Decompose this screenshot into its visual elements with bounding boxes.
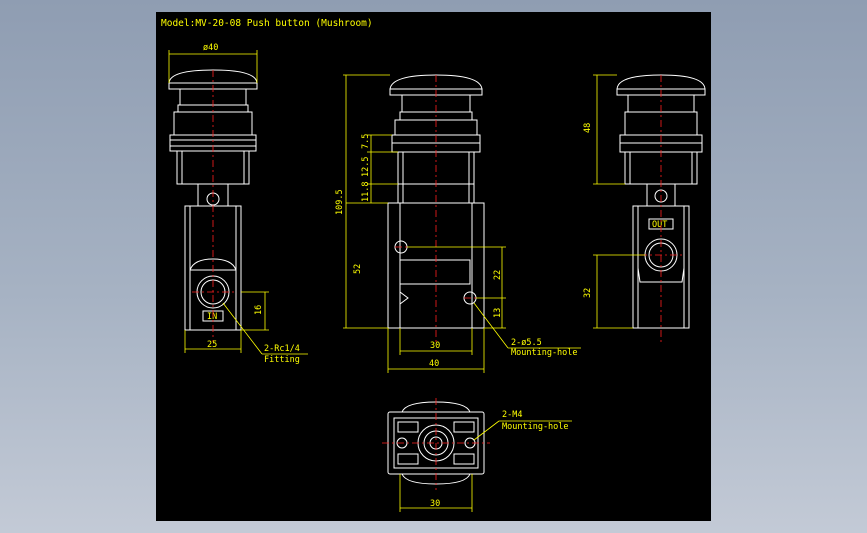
front-view: 109.5 52 7.5 12.5 11.8 22 13 30 40 2-ø5.… — [335, 74, 581, 373]
thread-label: Mounting-hole — [502, 422, 569, 432]
dim-7-5: 7.5 — [361, 134, 371, 149]
dim-48: 48 — [583, 123, 593, 133]
dim-52: 52 — [353, 264, 363, 274]
dim-13: 13 — [493, 308, 503, 318]
drawing-title: Model:MV-20-08 Push button (Mushroom) — [161, 18, 373, 29]
dim-30: 30 — [430, 341, 440, 351]
technical-drawing: Model:MV-20-08 Push button (Mushroom) IN… — [161, 18, 706, 512]
top-view: 30 2-M4 Mounting-hole — [382, 398, 572, 512]
cad-viewport[interactable]: Model:MV-20-08 Push button (Mushroom) IN… — [156, 12, 711, 521]
dim-11-8: 11.8 — [361, 182, 371, 202]
hole-label: Mounting-hole — [511, 348, 578, 358]
dim-16: 16 — [254, 305, 264, 315]
dim-40: 40 — [429, 359, 439, 369]
hole-spec: 2-ø5.5 — [511, 338, 542, 348]
dim-109-5: 109.5 — [335, 189, 345, 215]
dim-phi40: ø40 — [203, 43, 218, 53]
dim-12-5: 12.5 — [361, 157, 371, 177]
dim-22: 22 — [493, 270, 503, 280]
port-label-out: OUT — [652, 220, 667, 230]
dim-30-bottom: 30 — [430, 499, 440, 509]
left-side-view: IN ø40 25 16 2-Rc1/4 Fitting — [168, 43, 308, 365]
fitting-spec: 2-Rc1/4 — [264, 344, 300, 354]
dim-32: 32 — [583, 288, 593, 298]
right-side-view: OUT 48 32 — [583, 74, 706, 342]
thread-spec: 2-M4 — [502, 410, 522, 420]
fitting-label: Fitting — [264, 355, 300, 365]
dim-25: 25 — [207, 340, 217, 350]
port-label-in: IN — [207, 312, 217, 322]
